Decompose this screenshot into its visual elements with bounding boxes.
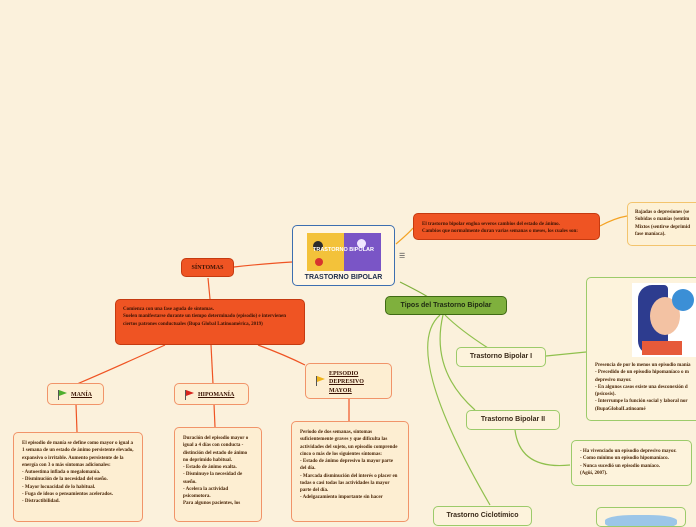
ciclotimico-label: Trastorno Ciclotímico xyxy=(446,512,519,519)
sintomas-description-text: Comienza con una fase aguda de síntomas.… xyxy=(123,307,287,327)
tipo1-description[interactable]: Presencia de por lo menos un episodio ma… xyxy=(586,277,696,421)
bipolar-face-illustration xyxy=(632,283,696,357)
sintomas-label: SÍNTOMAS xyxy=(191,265,224,271)
sintomas-node[interactable]: SÍNTOMAS xyxy=(181,258,234,277)
tipo1-label: Trastorno Bipolar I xyxy=(469,353,533,360)
tipo2-label: Trastorno Bipolar II xyxy=(480,416,546,423)
notes-icon[interactable]: ☰ xyxy=(399,252,406,260)
hipomania-node[interactable]: HIPOMANÍA xyxy=(174,383,249,405)
hipomania-text: Duración del episodio mayor o igual a 4 … xyxy=(183,436,249,507)
mania-label: MANÍA xyxy=(71,392,92,398)
depresivo-text: Periodo de dos semanas, síntomas suficie… xyxy=(300,430,398,501)
mania-description[interactable]: El episodio de manía se define como mayo… xyxy=(13,432,143,522)
depresivo-label: EPISODIO DEPRESIVO MAYOR xyxy=(329,371,364,394)
intro-detail-text: Bajadas o depresiones (se Subidas o maní… xyxy=(635,210,690,237)
intro-detail[interactable]: Bajadas o depresiones (se Subidas o maní… xyxy=(627,202,696,246)
central-topic-title: TRASTORNO BIPOLAR xyxy=(304,274,383,281)
intro-text: El trastorno bipolar engloa severos camb… xyxy=(422,222,578,235)
yellow-flag-icon xyxy=(317,376,325,382)
hipomania-label: HIPOMANÍA xyxy=(198,392,235,398)
flag-pole xyxy=(316,376,317,386)
hipomania-description[interactable]: Duración del episodio mayor o igual a 4 … xyxy=(174,427,262,522)
image-caption: TRASTORNO BIPOLAR xyxy=(312,247,374,253)
flag-pole xyxy=(185,390,186,400)
depresivo-node[interactable]: EPISODIO DEPRESIVO MAYOR xyxy=(305,363,392,399)
tipo2-node[interactable]: Trastorno Bipolar II xyxy=(466,410,560,430)
ciclotimico-illustration xyxy=(605,515,677,526)
mania-text: El episodio de manía se define como mayo… xyxy=(22,441,134,504)
tipos-node[interactable]: Tipos del Trastorno Bipolar xyxy=(385,296,507,315)
tipo2-text: - Ha vivenciado un episodio depresivo ma… xyxy=(580,449,677,476)
ciclotimico-node[interactable]: Trastorno Ciclotímico xyxy=(433,506,532,526)
red-flag-icon xyxy=(186,390,194,396)
depresivo-description[interactable]: Periodo de dos semanas, síntomas suficie… xyxy=(291,421,409,522)
bipolar-illustration: TRASTORNO BIPOLAR xyxy=(306,233,381,271)
tipo1-node[interactable]: Trastorno Bipolar I xyxy=(456,347,546,367)
ciclotimico-image-node[interactable] xyxy=(596,507,686,527)
green-flag-icon xyxy=(59,390,67,396)
tipo1-text: Presencia de por lo menos un episodio ma… xyxy=(595,363,691,412)
mania-node[interactable]: MANÍA xyxy=(47,383,104,405)
intro-node[interactable]: El trastorno bipolar engloa severos camb… xyxy=(413,213,600,240)
tipo2-description[interactable]: - Ha vivenciado un episodio depresivo ma… xyxy=(571,440,692,486)
central-topic[interactable]: TRASTORNO BIPOLAR TRASTORNO BIPOLAR xyxy=(292,225,395,286)
flag-pole xyxy=(58,390,59,400)
sintomas-description[interactable]: Comienza con una fase aguda de síntomas.… xyxy=(115,299,305,345)
tipos-label: Tipos del Trastorno Bipolar xyxy=(400,302,492,309)
